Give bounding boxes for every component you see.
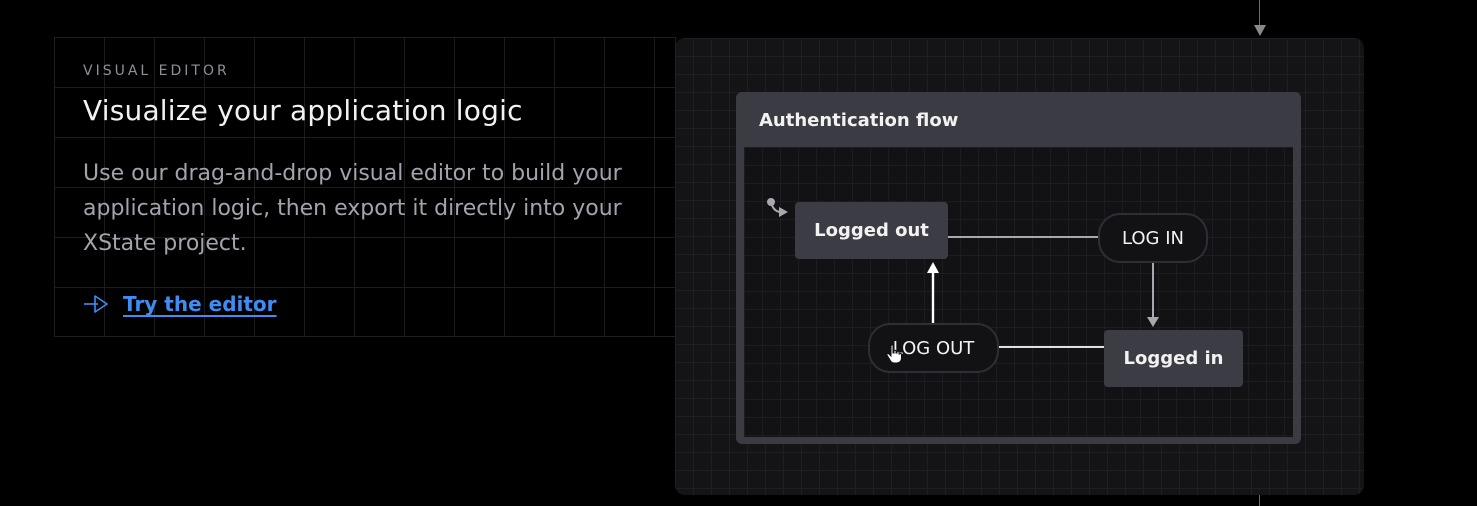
- arrow-right-icon: [83, 294, 111, 314]
- state-logged-in[interactable]: Logged in: [1104, 330, 1243, 387]
- visual-editor-preview: Authentication flow: [675, 38, 1364, 495]
- section-headline: Visualize your application logic: [83, 94, 523, 127]
- machine-title: Authentication flow: [759, 110, 959, 131]
- connector-line-bottom: [1259, 494, 1260, 506]
- transition-lines: [927, 236, 1159, 348]
- try-editor-link[interactable]: Try the editor: [83, 292, 277, 316]
- connector-line-top: [1259, 0, 1260, 28]
- state-machine-container: Authentication flow: [736, 92, 1301, 444]
- arrowhead-up-icon: [927, 262, 939, 273]
- initial-state-icon: [766, 197, 792, 225]
- event-log-in[interactable]: LOG IN: [1098, 213, 1208, 263]
- section-description: Use our drag-and-drop visual editor to b…: [83, 161, 622, 256]
- try-editor-label: Try the editor: [123, 292, 277, 316]
- event-log-out[interactable]: LOG OUT: [868, 323, 999, 373]
- arrowhead-icon: [1147, 317, 1159, 327]
- state-logged-out[interactable]: Logged out: [795, 202, 948, 259]
- feature-card: VISUAL EDITOR Visualize your application…: [54, 37, 676, 337]
- hand-pointer-icon: [886, 344, 902, 368]
- machine-canvas: Logged out LOG IN LOG OUT Logged in: [744, 147, 1293, 437]
- section-eyebrow: VISUAL EDITOR: [83, 63, 230, 79]
- connector-arrow-icon: [1254, 25, 1266, 36]
